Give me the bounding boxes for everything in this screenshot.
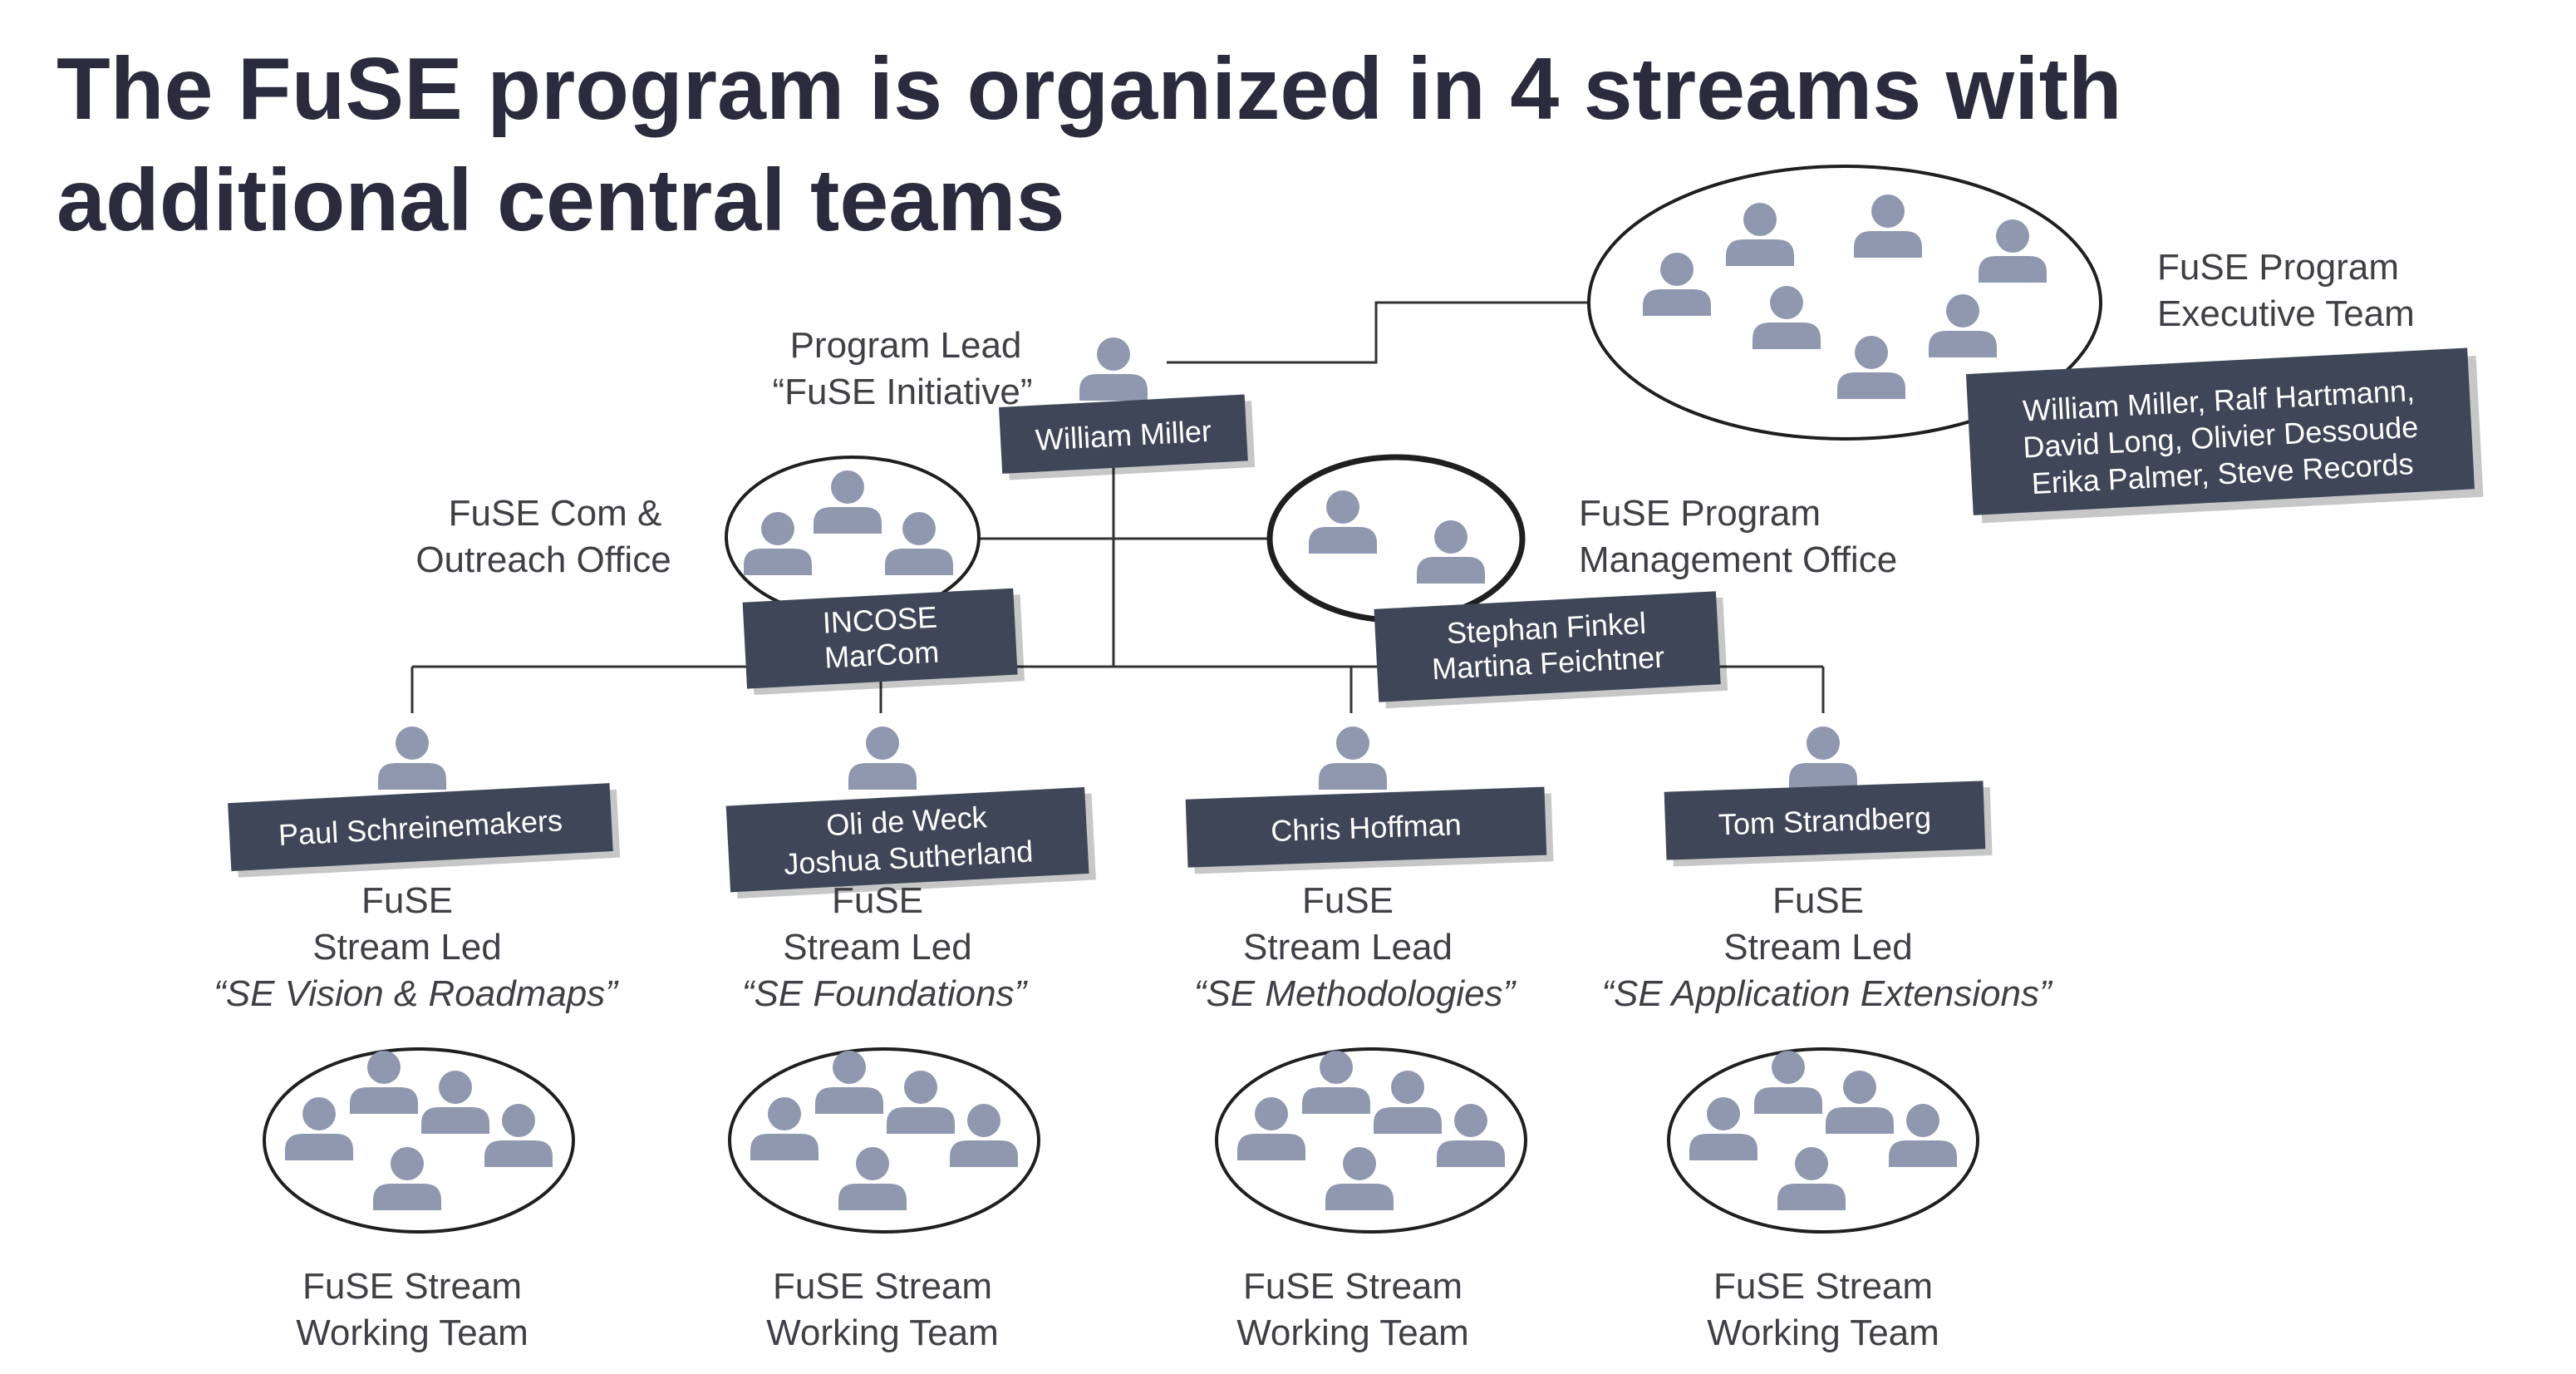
- program-lead-name-box: William Miller: [999, 394, 1256, 480]
- program-lead-group: Program Lead “FuSE Initiative” William M…: [773, 325, 1256, 480]
- stream-4-lead-person-icon: [1789, 726, 1857, 790]
- stream-1-group: Paul Schreinemakers FuSE Stream Led “SE …: [214, 726, 621, 1353]
- pmo-name-box: Stephan Finkel Martina Feichtner: [1374, 591, 1728, 709]
- pmo-ellipse: [1266, 454, 1526, 623]
- com-office-name-box: INCOSE MarCom: [742, 588, 1025, 696]
- com-office-label-1: FuSE Com &: [449, 493, 662, 534]
- stream-4-name: “SE Application Extensions”: [1601, 973, 2053, 1014]
- stream-4-team-2: Working Team: [1707, 1312, 1939, 1353]
- stream-4-team-1: FuSE Stream: [1713, 1266, 1933, 1307]
- stream-2-role-1: FuSE: [832, 880, 923, 921]
- executive-team-ellipse: [1587, 165, 2102, 441]
- stream-4-role-2: Stream Led: [1723, 927, 1912, 968]
- program-lead-role-1: Program Lead: [790, 325, 1022, 366]
- stream-4-group: Tom Strandberg FuSE Stream Led “SE Appli…: [1601, 726, 2053, 1353]
- com-office-group: FuSE Com & Outreach Office INCOSE MarCom: [415, 456, 1025, 696]
- stream-1-role-2: Stream Led: [312, 927, 501, 968]
- stream-2-name: “SE Foundations”: [742, 973, 1029, 1014]
- stream-1-name: “SE Vision & Roadmaps”: [214, 973, 619, 1014]
- com-office-name-1: INCOSE: [822, 600, 938, 640]
- stream-4-name-box: Tom Strandberg: [1664, 781, 1993, 867]
- stream-2-role-2: Stream Led: [783, 927, 971, 968]
- stream-4-role-1: FuSE: [1772, 880, 1864, 921]
- executive-team-names-box: William Miller, Ralf Hartmann, David Lon…: [1965, 347, 2484, 524]
- program-lead-person-icon: [1079, 337, 1148, 401]
- stream-3-lead-name: Chris Hoffman: [1271, 807, 1463, 848]
- stream-2-team-ellipse: [728, 1047, 1040, 1234]
- stream-2-name-box: Oli de Weck Joshua Sutherland: [725, 786, 1096, 899]
- stream-1-name-box: Paul Schreinemakers: [228, 783, 621, 878]
- stream-2-team-2: Working Team: [766, 1312, 999, 1353]
- stream-3-name-box: Chris Hoffman: [1185, 786, 1554, 874]
- pmo-group: FuSE Program Management Office Stephan F…: [1266, 454, 1897, 709]
- stream-3-name: “SE Methodologies”: [1194, 973, 1517, 1014]
- stream-2-lead-name-1: Oli de Weck: [825, 800, 988, 842]
- stream-3-team-1: FuSE Stream: [1243, 1266, 1463, 1307]
- stream-3-group: Chris Hoffman FuSE Stream Lead “SE Metho…: [1185, 726, 1554, 1353]
- stream-3-team-2: Working Team: [1236, 1312, 1469, 1353]
- stream-1-lead-person-icon: [378, 726, 446, 790]
- stream-2-lead-person-icon: [848, 726, 917, 790]
- stream-2-team-1: FuSE Stream: [773, 1266, 992, 1307]
- stream-4-team-ellipse: [1667, 1047, 1979, 1234]
- stream-3-team-ellipse: [1215, 1047, 1527, 1234]
- page-title: The FuSE program is organized in 4 strea…: [57, 40, 2122, 249]
- stream-1-role-1: FuSE: [361, 880, 453, 921]
- stream-3-role-1: FuSE: [1302, 880, 1394, 921]
- com-office-name-2: MarCom: [823, 634, 940, 674]
- stream-3-role-2: Stream Lead: [1243, 927, 1453, 968]
- stream-1-team-2: Working Team: [296, 1312, 528, 1353]
- com-office-label-2: Outreach Office: [415, 539, 671, 580]
- pmo-label-2: Management Office: [1579, 539, 1897, 580]
- executive-team-label-2: Executive Team: [2157, 293, 2415, 334]
- program-lead-role-2: “FuSE Initiative”: [773, 372, 1033, 412]
- executive-team-group: FuSE Program Executive Team William Mill…: [1587, 165, 2484, 524]
- pmo-label-1: FuSE Program: [1579, 493, 1821, 534]
- stream-3-lead-person-icon: [1319, 726, 1387, 790]
- stream-2-group: Oli de Weck Joshua Sutherland FuSE Strea…: [725, 726, 1096, 1353]
- stream-4-lead-name: Tom Strandberg: [1718, 800, 1931, 842]
- lead-to-executive-line: [1167, 301, 1589, 364]
- stream-1-team-1: FuSE Stream: [302, 1266, 522, 1307]
- stream-1-team-ellipse: [263, 1047, 575, 1234]
- executive-team-label-1: FuSE Program: [2157, 247, 2399, 288]
